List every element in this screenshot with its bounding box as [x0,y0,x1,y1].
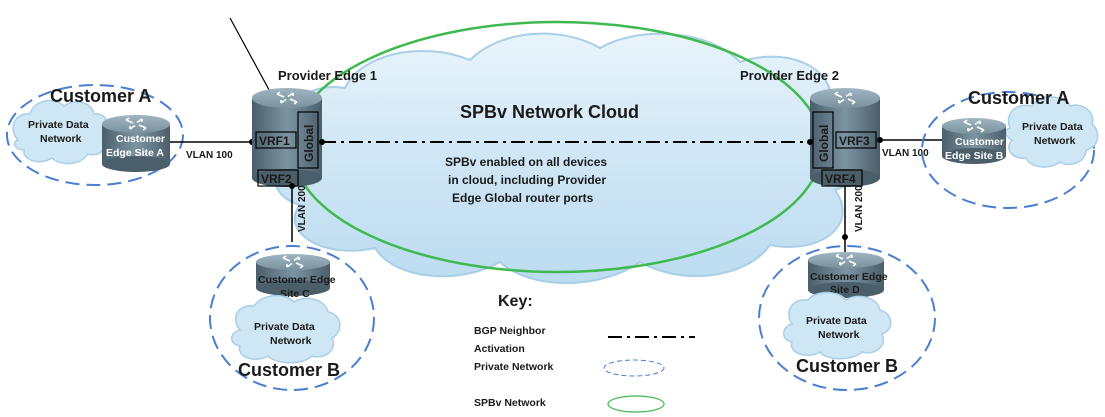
vlan-label: VLAN 200 [297,185,308,232]
customer-edge-label: Edge Site B [945,150,1004,162]
customer-label-a-right: Customer A [968,88,1069,108]
provider-edge-1-label: Provider Edge 1 [278,68,377,83]
customer-edge-label: Customer Edge [258,274,336,286]
cloud-icon [273,32,870,284]
global-box [297,111,319,169]
cloud-icon [231,294,341,364]
customer-edge-label: Site D [830,284,860,296]
global-label: Global [302,125,316,162]
cloud-desc-line-3: Edge Global router ports [452,191,594,205]
customer-edge-label: Customer [116,133,165,145]
private-network-label: Private Data [806,315,867,327]
private-network-boundary-b1 [209,245,375,391]
customer-edge-label: Customer [955,136,1004,148]
vrf4-label: VRF4 [825,172,856,186]
private-network-label: Network [1034,135,1076,147]
legend-label-bgp: BGP Neighbor [474,325,546,337]
cloud-icon [1005,96,1099,168]
vlan-label: VLAN 200 [854,185,865,232]
router-icon [256,254,330,296]
vlan-label: VLAN 100 [882,148,929,159]
global-label-2: Global [817,125,831,162]
router-icon [808,252,884,298]
legend: Key: BGP Neighbor Activation Private Net… [474,293,695,413]
private-network-label: Private Data [1022,121,1083,133]
customer-label-b-right: Customer B [796,356,898,376]
private-network-boundary-a2 [921,91,1095,209]
vrf2-label: VRF2 [261,172,292,186]
cloud-desc-line-1: SPBv enabled on all devices [445,155,607,169]
vrf1-label: VRF1 [259,134,290,148]
provider-edge-2-label: Provider Edge 2 [740,68,839,83]
vrf1-box [255,131,297,149]
cloud-icon [12,99,109,165]
legend-label-spbv: SPBv Network [474,397,546,409]
vrf3-box [835,131,877,149]
private-network-label: Network [270,335,312,347]
legend-label-bgp: Activation [474,343,525,355]
router-icon [252,88,322,187]
vrf3-label: VRF3 [839,134,870,148]
spbv-cloud [273,32,870,284]
vlan-label: VLAN 100 [186,150,233,161]
router-icon [942,118,1006,164]
cloud-title: SPBv Network Cloud [460,102,639,122]
private-network-label: Network [40,133,82,145]
customer-edge-label: Edge Site A [106,147,164,159]
private-network-boundary-a1 [6,84,184,186]
private-network-label: Private Data [28,119,89,131]
customer-label-b-left: Customer B [238,360,340,380]
legend-title: Key: [498,293,533,310]
vrf4-box [821,169,863,187]
legend-symbol-spbv [607,395,665,413]
private-network-label: Private Data [254,321,315,333]
customer-edge-label: Customer Edge [810,271,888,283]
private-network-label: Network [818,329,860,341]
global-box-2 [812,111,834,169]
legend-symbol-private [603,359,665,377]
private-network-boundary-b2 [758,245,936,391]
legend-label-private: Private Network [474,361,554,373]
vrf2-box [257,169,299,187]
cloud-desc-line-2: in cloud, including Provider [448,173,606,187]
router-icon [102,115,170,172]
customer-label-a-left: Customer A [50,86,151,106]
cloud-icon [783,291,892,360]
